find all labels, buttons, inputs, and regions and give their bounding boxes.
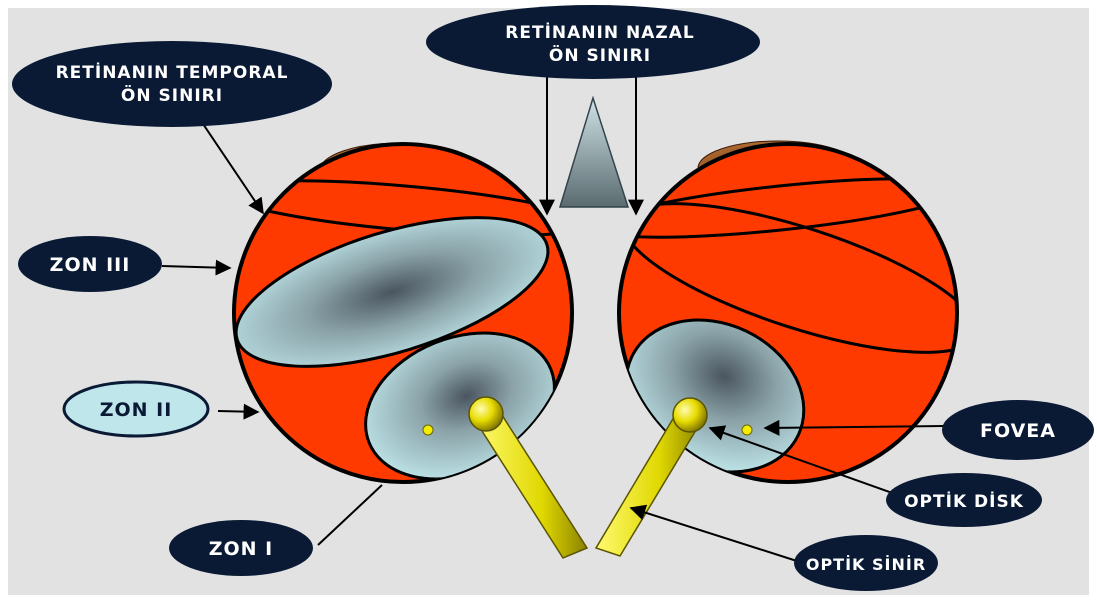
- left-optic-disc: [469, 397, 503, 431]
- label-nasal-line2: ÖN SINIRI: [549, 44, 651, 66]
- label-zone2-text: ZON II: [100, 399, 173, 421]
- right-fovea: [742, 425, 752, 435]
- right-optic-disc: [673, 398, 707, 432]
- label-nasal-border: RETİNANIN NAZAL ÖN SINIRI: [426, 5, 760, 79]
- label-zone3-text: ZON III: [50, 254, 131, 276]
- label-optic-nerve-text: OPTİK SİNİR: [806, 555, 926, 574]
- label-optic-nerve: OPTİK SİNİR: [794, 535, 938, 591]
- label-fovea-text: FOVEA: [980, 420, 1056, 442]
- label-temporal-line1: RETİNANIN TEMPORAL: [56, 61, 289, 83]
- label-fovea: FOVEA: [942, 400, 1094, 460]
- left-fovea: [423, 425, 433, 435]
- label-zone3: ZON III: [18, 236, 162, 292]
- label-nasal-line1: RETİNANIN NAZAL: [505, 21, 694, 43]
- arrow-zone2: [218, 411, 258, 412]
- label-zone1-text: ZON I: [209, 538, 274, 560]
- label-zone2: ZON II: [64, 382, 208, 436]
- label-temporal-line2: ÖN SINIRI: [121, 84, 223, 106]
- label-optic-disc: OPTİK DİSK: [886, 473, 1042, 527]
- label-zone1: ZON I: [169, 520, 313, 576]
- label-temporal-border: RETİNANIN TEMPORAL ÖN SINIRI: [12, 41, 332, 127]
- label-optic-disc-text: OPTİK DİSK: [904, 490, 1024, 512]
